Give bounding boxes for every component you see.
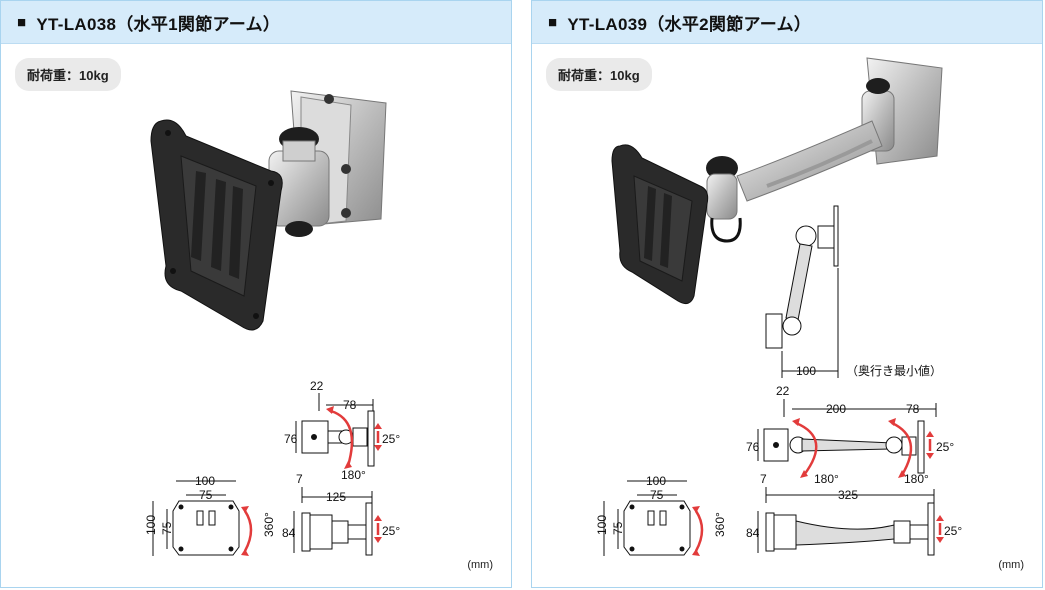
panel-header: ■ YT-LA039（水平2関節アーム） [532,1,1042,44]
dim-d1: 7 [760,472,767,486]
product-photo-la039 [611,57,943,305]
dim-h: 76 [746,440,760,454]
dim-rot: 360° [713,512,727,537]
dim-d1: 22 [310,379,324,393]
product-title: YT-LA039（水平2関節アーム） [567,14,812,34]
product-photo-la038 [150,90,387,331]
dim-h: 76 [284,432,298,446]
square-bullet-icon: ■ [17,13,27,31]
side-diagram-bottom: 7 325 84 25° [746,472,962,556]
dim-swing1: 180° [814,472,839,486]
dim-h2: 75 [611,521,625,535]
dim-d2: 325 [838,488,858,502]
dim-w1: 100 [195,474,215,488]
front-diagram: 100 75 100 75 360° [595,474,727,556]
dim-h1: 100 [144,515,158,535]
dim-w1: 100 [646,474,666,488]
min-depth-diagram: 100 （奥行き最小値） [765,205,942,378]
dim-d2: 200 [826,402,846,416]
dim-h: 84 [746,526,760,540]
dim-w2: 75 [650,488,664,502]
dim-tilt: 25° [936,440,954,454]
unit-label: (mm) [467,559,493,571]
dim-swing2: 180° [904,472,929,486]
square-bullet-icon: ■ [548,13,558,31]
product-panel-la039: ■ YT-LA039（水平2関節アーム） 耐荷重：10kg [531,0,1043,588]
dim-d1: 22 [776,384,790,398]
side-diagram-top: 22 78 76 25° 180° [284,379,400,482]
dim-h1: 100 [595,515,609,535]
load-capacity-badge: 耐荷重：10kg [15,58,121,91]
dim-tilt: 25° [944,524,962,538]
dim-tilt: 25° [382,432,400,446]
dim-swing: 180° [341,468,366,482]
dim-d2: 125 [326,490,346,504]
dim-h: 84 [282,526,296,540]
side-diagram-bottom: 7 125 84 25° [282,472,400,556]
min-depth-value: 100 [796,364,816,378]
dim-h2: 75 [160,521,174,535]
dim-tilt: 25° [382,524,400,538]
product-panel-la038: ■ YT-LA038（水平1関節アーム） 耐荷重：10kg 22 [0,0,512,588]
load-capacity-badge: 耐荷重：10kg [546,58,652,91]
dim-rot: 360° [262,512,276,537]
product-title: YT-LA038（水平1関節アーム） [36,14,281,34]
dim-d1: 7 [296,472,303,486]
front-diagram: 100 75 100 75 360° [144,474,276,556]
dim-w2: 75 [199,488,213,502]
side-diagram-top: 22 200 78 76 180° 180° 25° [746,384,954,486]
panel-header: ■ YT-LA038（水平1関節アーム） [1,1,511,44]
dim-d3: 78 [906,402,920,416]
min-depth-label: （奥行き最小値） [846,363,942,378]
dim-d2: 78 [343,398,357,412]
unit-label: (mm) [998,559,1024,571]
